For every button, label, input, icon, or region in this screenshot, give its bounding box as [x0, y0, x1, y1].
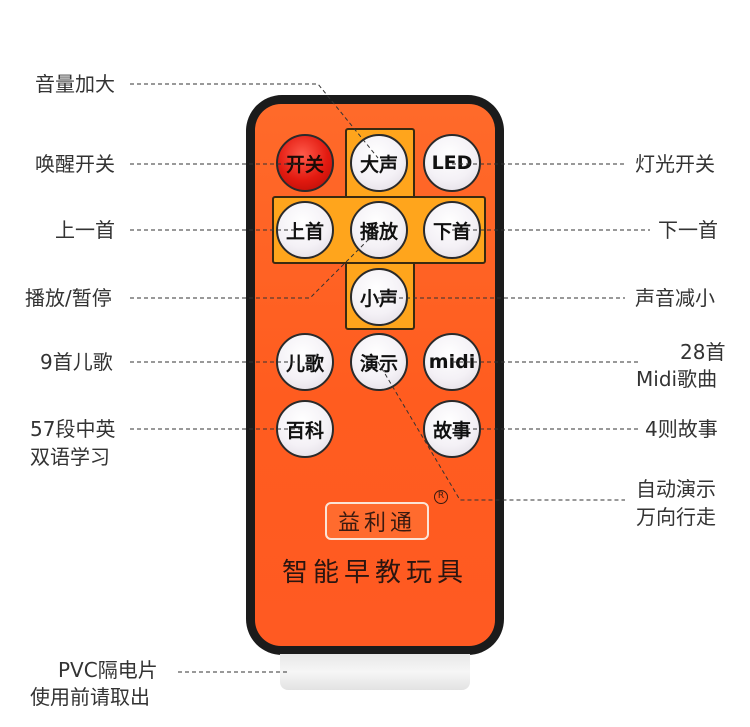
brand-logo: 益利通	[325, 502, 429, 540]
callout-vol-down: 声音减小	[635, 286, 715, 310]
callout-line-demo	[377, 361, 625, 501]
led-button[interactable]: LED	[423, 134, 481, 192]
callout-pvc-line2: 使用前请取出	[30, 685, 150, 709]
story-button-label: 故事	[432, 419, 471, 442]
next-button-label: 下首	[432, 220, 471, 243]
callout-play: 播放/暂停	[25, 286, 112, 310]
led-button-label: LED	[431, 152, 473, 174]
callout-demo-line2: 万向行走	[636, 505, 716, 529]
power-button[interactable]: 开关	[276, 134, 334, 192]
callout-pvc-line1: PVC隔电片	[58, 658, 158, 682]
pvc-insulation-tab[interactable]	[280, 654, 470, 690]
callout-encyclopedia-line1: 57段中英	[30, 417, 116, 441]
play-button-label: 播放	[359, 220, 398, 243]
callout-midi-line1: 28首	[680, 340, 726, 364]
slogan: 智能早教玩具	[281, 558, 468, 588]
callout-next: 下一首	[658, 218, 718, 242]
callout-power: 唤醒开关	[35, 152, 115, 176]
brand-name: 益利通	[337, 511, 416, 536]
encyclopedia-button-label: 百科	[285, 419, 324, 442]
play-button[interactable]: 播放	[350, 201, 408, 259]
volume-up-button[interactable]: 大声	[350, 134, 408, 192]
callout-line-play	[130, 229, 379, 299]
registered-mark: R	[434, 490, 448, 504]
previous-button-label: 上首	[285, 220, 324, 243]
callout-line-vol-up	[130, 83, 379, 159]
callout-encyclopedia-line2: 双语学习	[30, 445, 110, 469]
volume-up-button-label: 大声	[359, 153, 398, 176]
callout-vol-up: 音量加大	[35, 72, 115, 96]
callout-story: 4则故事	[645, 417, 718, 441]
callout-midi-line2: Midi歌曲	[636, 367, 718, 391]
power-button-label: 开关	[285, 153, 324, 176]
kids-songs-button-label: 儿歌	[285, 352, 324, 375]
callout-demo-line1: 自动演示	[636, 477, 716, 501]
callout-led: 灯光开关	[635, 152, 715, 176]
callout-prev: 上一首	[55, 218, 115, 242]
callout-kids-songs: 9首儿歌	[40, 350, 113, 374]
